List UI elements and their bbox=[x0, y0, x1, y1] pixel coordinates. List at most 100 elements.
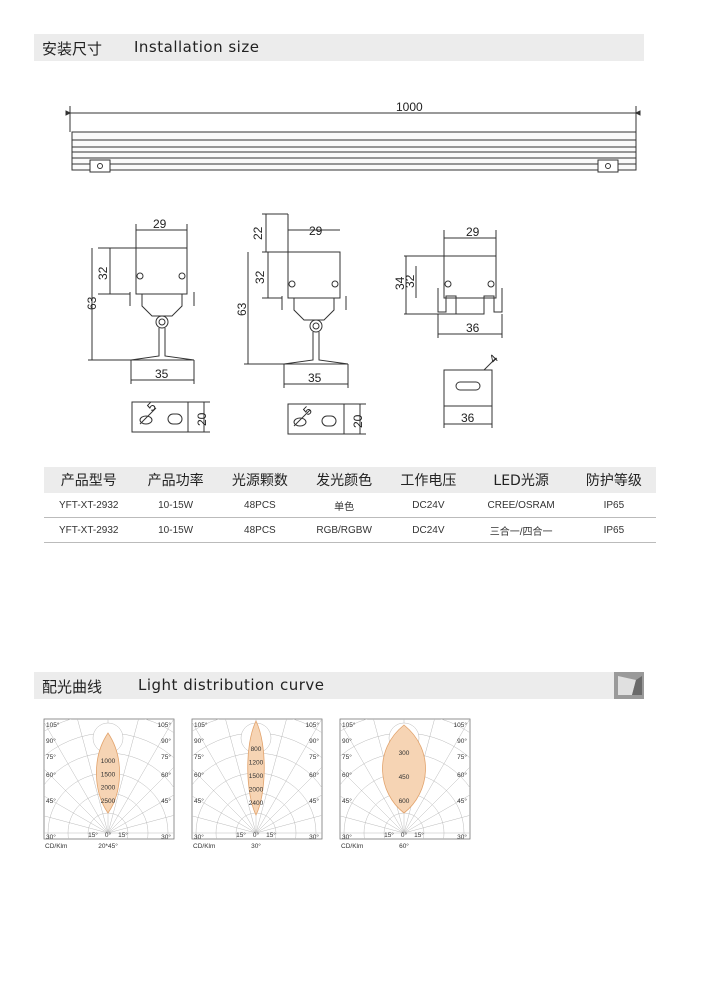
header-color: 发光颜色 bbox=[302, 467, 387, 493]
polar-diagram-1: 1000150020002500105°105°90°90°75°75°60°6… bbox=[43, 718, 175, 850]
angle-label: 45° bbox=[457, 797, 467, 805]
ring-label: 1500 bbox=[249, 773, 264, 780]
beam-angle-label: 60° bbox=[399, 842, 409, 850]
angle-label: 105° bbox=[194, 721, 208, 729]
beam-angle-label: 30° bbox=[251, 842, 261, 850]
angle-label: 30° bbox=[309, 833, 319, 841]
angle-label: 90° bbox=[161, 737, 171, 745]
cell-color: 单色 bbox=[302, 493, 387, 518]
angle-label: 90° bbox=[46, 737, 56, 745]
section-title-en: Installation size bbox=[134, 38, 260, 56]
cell-led-count: 48PCS bbox=[217, 493, 303, 518]
angle-label: 15° bbox=[88, 831, 98, 839]
angle-label: 75° bbox=[46, 753, 56, 761]
angle-label: 60° bbox=[309, 771, 319, 779]
header-power: 产品功率 bbox=[133, 467, 218, 493]
angle-label: 90° bbox=[194, 737, 204, 745]
ring-label: 1500 bbox=[101, 771, 116, 778]
dim-length: 1000 bbox=[396, 100, 423, 114]
dim-clip-width: 36 bbox=[461, 411, 475, 425]
installation-drawings: 1000 29 32 63 35 22 29 32 63 35 29 34 32… bbox=[65, 100, 641, 435]
spec-table: 产品型号 产品功率 光源颗数 发光颜色 工作电压 LED光源 防护等级 YFT-… bbox=[44, 467, 656, 543]
angle-label: 90° bbox=[457, 737, 467, 745]
ring-label: 2000 bbox=[249, 787, 264, 794]
beam-angle-label: 20*45° bbox=[98, 842, 118, 850]
slot-plate-2 bbox=[287, 403, 366, 435]
beam-shape bbox=[247, 720, 265, 816]
dim-slot2-height: 20 bbox=[351, 414, 365, 428]
angle-label: 60° bbox=[457, 771, 467, 779]
ring-label: 450 bbox=[399, 774, 410, 781]
cell-led-source: CREE/OSRAM bbox=[470, 493, 572, 518]
beam-shape bbox=[382, 724, 426, 814]
ring-label: 2000 bbox=[101, 785, 116, 792]
angle-label: 45° bbox=[161, 797, 171, 805]
angle-label: 105° bbox=[454, 721, 468, 729]
angle-label: 75° bbox=[309, 753, 319, 761]
section-title-en: Light distribution curve bbox=[138, 676, 325, 694]
header-model: 产品型号 bbox=[44, 467, 134, 493]
clip-part bbox=[443, 357, 497, 428]
angle-label: 90° bbox=[342, 737, 352, 745]
dim-mid-height: 32 bbox=[253, 270, 267, 284]
angle-label: 15° bbox=[266, 831, 276, 839]
cell-ip-rating: IP65 bbox=[571, 517, 656, 543]
ring-label: 1200 bbox=[249, 760, 264, 767]
angle-label: 30° bbox=[46, 833, 56, 841]
front-view-tilted bbox=[244, 213, 349, 388]
polar-diagram-3: 300450600105°105°90°90°75°75°60°60°45°45… bbox=[339, 718, 471, 850]
dim-slot1-height: 20 bbox=[195, 412, 209, 426]
spec-header-row: 产品型号 产品功率 光源颗数 发光颜色 工作电压 LED光源 防护等级 bbox=[44, 467, 656, 493]
dim-mid-total: 63 bbox=[235, 302, 249, 316]
cell-voltage: DC24V bbox=[386, 517, 471, 543]
cell-power: 10-15W bbox=[133, 493, 218, 518]
angle-label: 105° bbox=[306, 721, 320, 729]
dim-front-base: 35 bbox=[155, 367, 169, 381]
section-title-cn: 安装尺寸 bbox=[42, 40, 103, 58]
cell-model: YFT-XT-2932 bbox=[44, 517, 134, 543]
dim-right-width: 29 bbox=[466, 225, 480, 239]
clip-mount-view bbox=[404, 230, 503, 338]
unit-label: CD/Klm bbox=[45, 843, 67, 850]
ring-label: 1000 bbox=[101, 758, 116, 765]
dim-mid-angle: 22 bbox=[251, 226, 265, 240]
slot-plate-1 bbox=[131, 401, 210, 433]
unit-label: CD/Klm bbox=[341, 843, 363, 850]
angle-label: 60° bbox=[342, 771, 352, 779]
cell-led-count: 48PCS bbox=[217, 517, 303, 543]
angle-label: 75° bbox=[161, 753, 171, 761]
dim-front-height: 32 bbox=[96, 266, 110, 280]
angle-label: 0° bbox=[105, 831, 112, 839]
angle-label: 30° bbox=[457, 833, 467, 841]
header-ip-rating: 防护等级 bbox=[571, 467, 656, 493]
dim-mid-base: 35 bbox=[308, 371, 322, 385]
header-led-count: 光源颗数 bbox=[217, 467, 303, 493]
dim-front-width: 29 bbox=[153, 217, 167, 231]
dim-right-h2: 32 bbox=[403, 274, 417, 288]
angle-label: 60° bbox=[46, 771, 56, 779]
unit-label: CD/Klm bbox=[193, 843, 215, 850]
angle-label: 60° bbox=[194, 771, 204, 779]
angle-label: 105° bbox=[158, 721, 172, 729]
angle-label: 30° bbox=[161, 833, 171, 841]
ring-label: 600 bbox=[399, 798, 410, 805]
fixture-side-view bbox=[65, 106, 641, 173]
header-voltage: 工作电压 bbox=[386, 467, 471, 493]
cell-led-source: 三合一/四合一 bbox=[470, 517, 572, 543]
installation-size-header: 安装尺寸 Installation size bbox=[34, 34, 644, 61]
angle-label: 75° bbox=[342, 753, 352, 761]
angle-label: 75° bbox=[194, 753, 204, 761]
angle-label: 45° bbox=[46, 797, 56, 805]
ring-label: 300 bbox=[399, 750, 410, 757]
table-row: YFT-XT-2932 10-15W 48PCS RGB/RGBW DC24V … bbox=[44, 517, 656, 543]
beam-shape bbox=[96, 732, 120, 814]
angle-label: 15° bbox=[384, 831, 394, 839]
angle-label: 15° bbox=[236, 831, 246, 839]
dim-mid-width: 29 bbox=[309, 224, 323, 238]
dim-clip-thickness: 4 bbox=[486, 351, 501, 366]
front-view-bracket bbox=[88, 224, 195, 384]
cell-color: RGB/RGBW bbox=[302, 517, 387, 543]
angle-label: 75° bbox=[457, 753, 467, 761]
dim-right-h1: 34 bbox=[393, 276, 407, 290]
angle-label: 45° bbox=[342, 797, 352, 805]
